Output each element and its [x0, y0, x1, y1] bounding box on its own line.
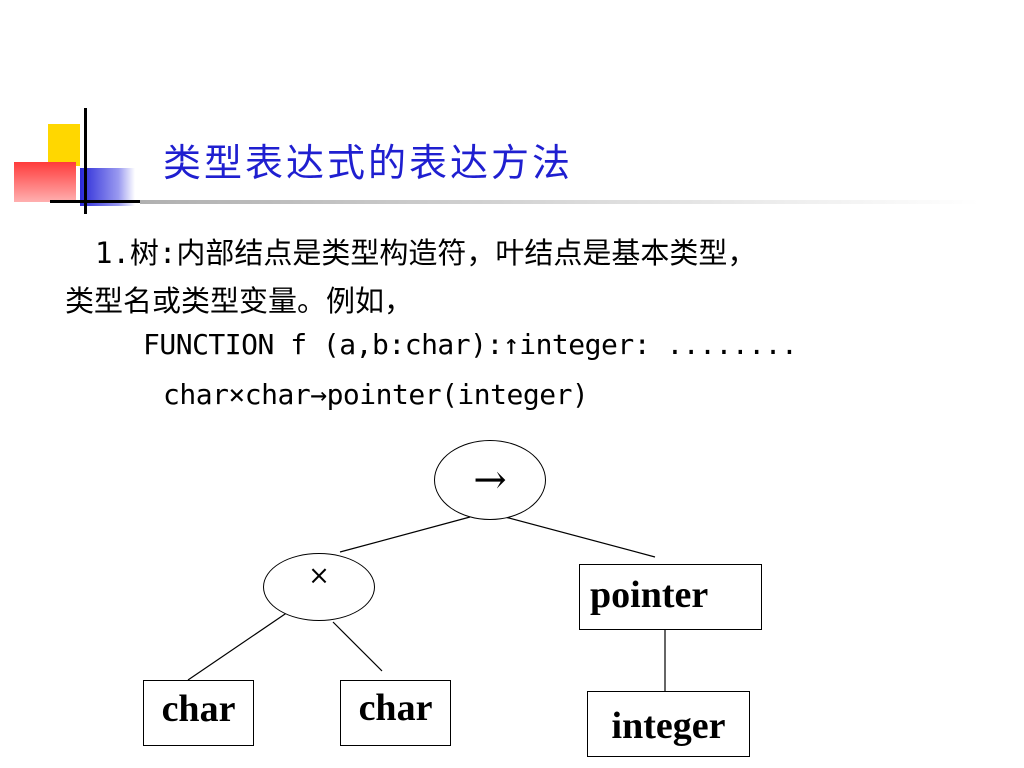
- deco-vertical-line: [84, 108, 87, 214]
- deco-blue-square: [80, 168, 135, 206]
- deco-horizontal-line: [50, 200, 140, 203]
- tree-node-function-arrow: →: [434, 440, 546, 520]
- integer-label: integer: [611, 705, 726, 747]
- tree-leaf-char-2: char: [340, 680, 451, 746]
- title-underline: [140, 200, 980, 204]
- pointer-label: pointer: [590, 574, 709, 616]
- slide-title: 类型表达式的表达方法: [163, 141, 574, 185]
- edge-product-char1: [187, 611, 289, 681]
- body-text-line-2: 类型名或类型变量。例如，: [65, 284, 414, 318]
- edge-root-product: [339, 516, 471, 553]
- body-text-line-1: 1.树:内部结点是类型构造符，叶结点是基本类型，: [95, 236, 757, 270]
- tree-leaf-integer: integer: [587, 691, 750, 757]
- deco-yellow-square: [48, 124, 80, 166]
- root-arrow-label: →: [473, 457, 507, 503]
- deco-red-square: [14, 162, 76, 202]
- char-2-label: char: [358, 687, 433, 729]
- product-label: ×: [308, 561, 330, 591]
- tree-node-pointer: pointer: [579, 564, 762, 630]
- tree-node-product: ×: [263, 553, 375, 621]
- tree-leaf-char-1: char: [143, 680, 254, 746]
- edge-product-char2: [332, 621, 383, 672]
- edge-root-pointer: [504, 516, 656, 558]
- code-line-type-expression: char×char→pointer(integer): [163, 378, 589, 411]
- char-1-label: char: [161, 688, 236, 730]
- corner-decoration: [0, 100, 140, 220]
- code-line-function: FUNCTION f (a,b:char):↑integer: ........: [143, 328, 798, 361]
